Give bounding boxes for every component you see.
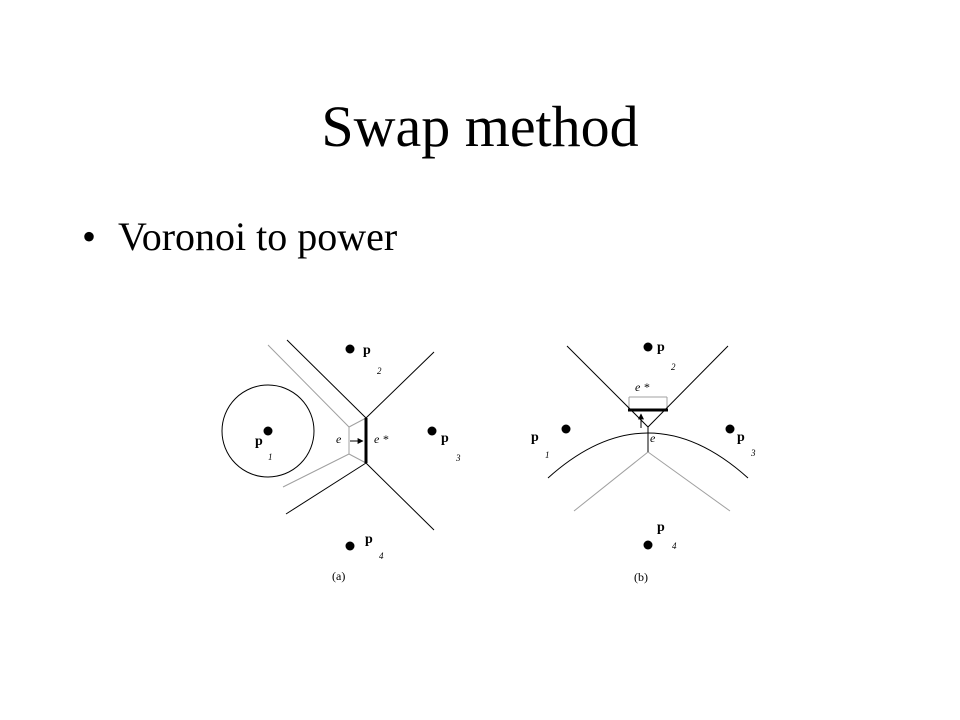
site-dot — [643, 540, 653, 550]
site-dot — [345, 541, 355, 551]
site-index: 1 — [268, 452, 273, 462]
light-edge — [282, 453, 350, 488]
site-dot — [643, 342, 653, 352]
edge-label: e — [650, 431, 656, 445]
site-index: 4 — [379, 551, 384, 561]
site-dot — [427, 426, 437, 436]
dual-edge-label: e * — [635, 380, 649, 394]
voronoi-edge — [647, 345, 729, 428]
site-label: p — [365, 532, 373, 547]
site-dot — [345, 344, 355, 354]
power-edge — [285, 462, 367, 515]
site-label: p — [657, 520, 665, 535]
diagram-b: p 1 p 2 p 3 p 4 e e * (b) — [531, 340, 756, 584]
site-label: p — [531, 430, 539, 445]
edge-label: e — [336, 432, 342, 446]
caption: (b) — [634, 570, 648, 584]
light-edge — [647, 451, 731, 512]
site-label: p — [657, 340, 665, 355]
site-dot — [725, 424, 735, 434]
bullet-item: • Voronoi to power — [82, 212, 397, 262]
site-dot — [263, 426, 273, 436]
site-index: 4 — [672, 541, 677, 551]
bullet-list: • Voronoi to power — [82, 212, 397, 262]
light-edge — [573, 451, 649, 512]
site-label: p — [255, 434, 263, 449]
voronoi-edge — [566, 345, 649, 428]
power-edge — [286, 339, 367, 419]
site-index: 1 — [545, 450, 550, 460]
light-edge — [267, 344, 350, 428]
diagram-a: p 1 p 2 p 3 p 4 e e * (a) — [221, 339, 461, 583]
site-dot — [561, 424, 571, 434]
slide-title: Swap method — [321, 94, 639, 159]
site-label: p — [363, 343, 371, 358]
caption: (a) — [332, 569, 345, 583]
site-index: 2 — [377, 366, 382, 376]
power-circle — [221, 384, 315, 478]
power-edge — [365, 462, 435, 531]
dual-edge-label: e * — [374, 432, 388, 446]
bullet-dot: • — [82, 214, 97, 259]
light-edge — [348, 417, 367, 428]
site-index: 3 — [455, 453, 461, 463]
site-index: 2 — [671, 362, 676, 372]
bullet-text: Voronoi to power — [118, 214, 398, 259]
power-arc — [547, 432, 749, 479]
site-label: p — [441, 431, 449, 446]
light-edge — [348, 453, 367, 464]
site-index: 3 — [750, 448, 756, 458]
site-label: p — [737, 430, 745, 445]
power-edge — [365, 351, 435, 419]
